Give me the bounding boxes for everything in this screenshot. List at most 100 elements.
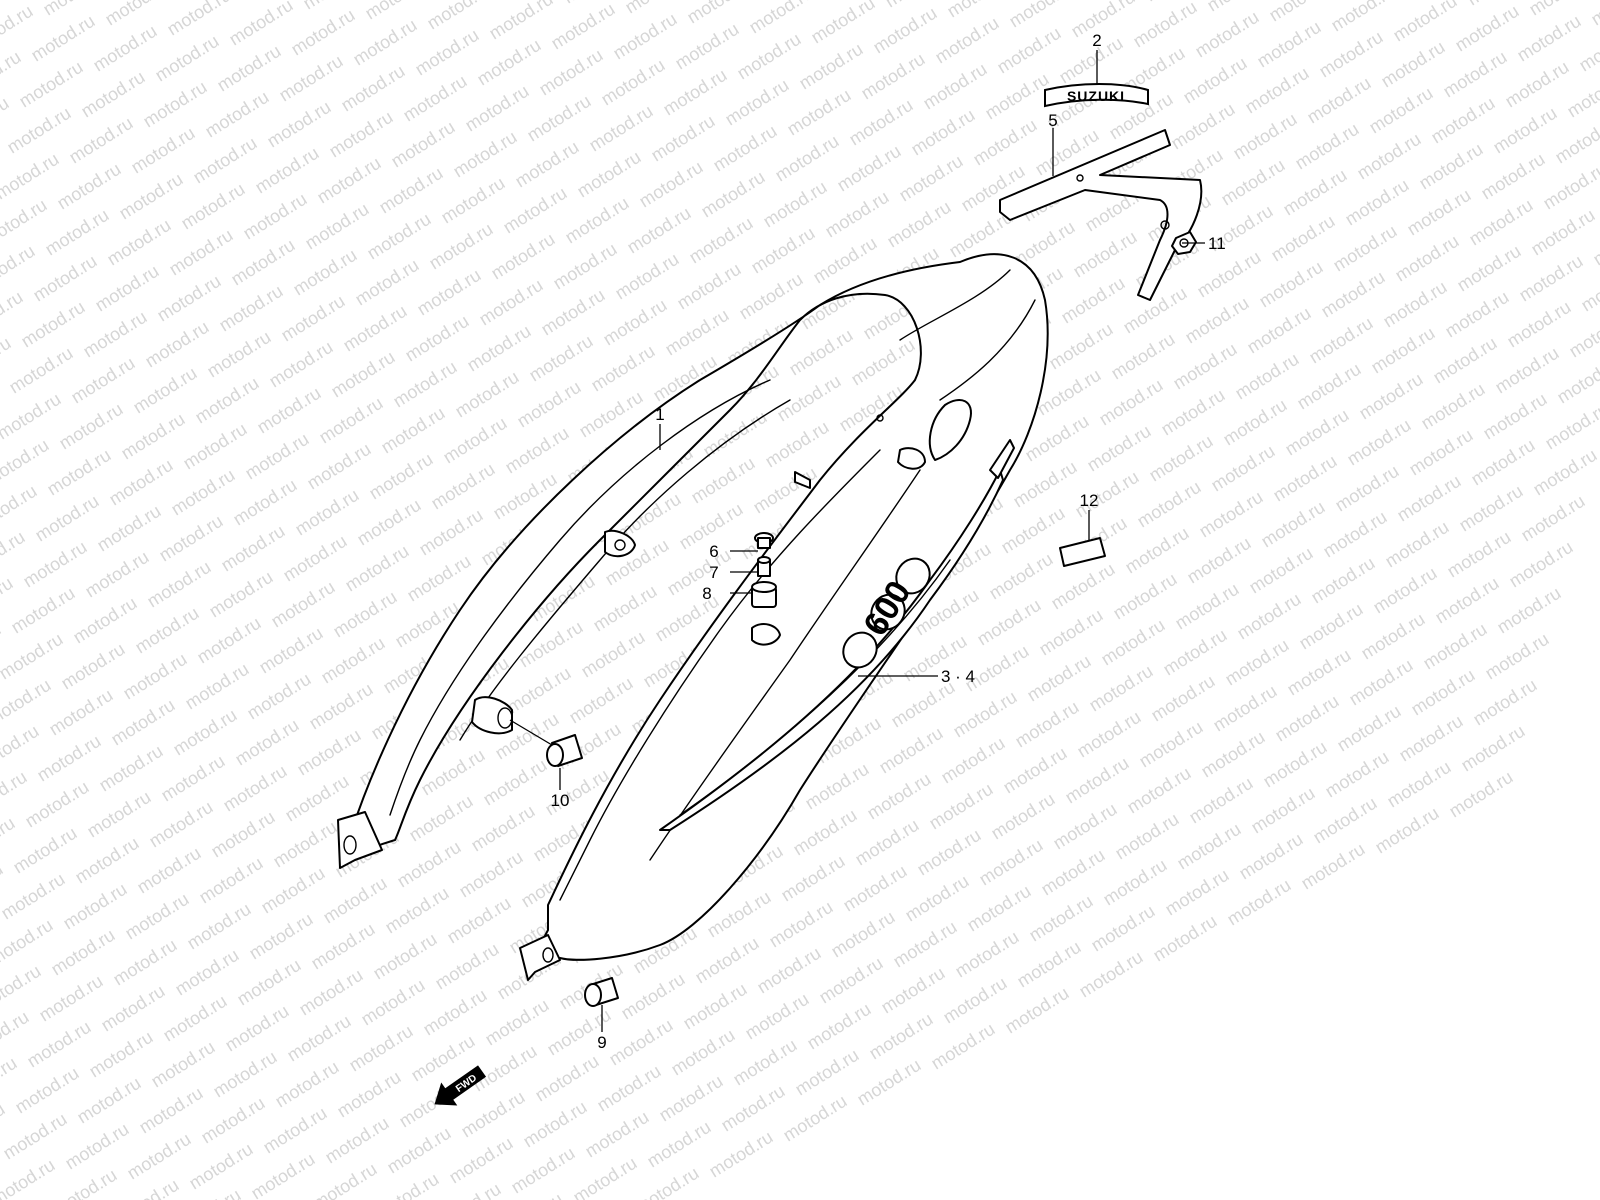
watermark-text: motod.ru <box>890 917 961 972</box>
watermark-text: motod.ru <box>70 593 141 648</box>
watermark-text: motod.ru <box>208 807 279 862</box>
callout-2: 2 <box>1092 31 1101 50</box>
watermark-text: motod.ru <box>1382 517 1453 572</box>
watermark-text: motod.ru <box>876 723 947 778</box>
watermark-text: motod.ru <box>1452 1 1523 56</box>
watermark-text: motod.ru <box>142 317 213 372</box>
watermark-text: motod.ru <box>762 417 833 472</box>
watermark-text: motod.ru <box>672 19 743 74</box>
watermark-text: motod.ru <box>1260 737 1331 792</box>
watermark-text: motod.ru <box>474 35 545 90</box>
watermark-text: motod.ru <box>600 295 671 350</box>
watermark-text: motod.ru <box>432 939 503 994</box>
watermark-text: motod.ru <box>1160 625 1231 680</box>
watermark-text: motod.ru <box>252 143 323 198</box>
watermark-text: motod.ru <box>1058 273 1129 328</box>
watermark-text: motod.ru <box>574 147 645 202</box>
watermark-text: motod.ru <box>926 779 997 834</box>
watermark-text: motod.ru <box>98 981 169 1036</box>
watermark-text: motod.ru <box>1342 175 1413 230</box>
callout-6: 6 <box>709 542 718 561</box>
watermark-text: motod.ru <box>48 925 119 980</box>
watermark-text: motod.ru <box>1454 241 1525 296</box>
watermark-text: motod.ru <box>458 1087 529 1142</box>
watermark-text: motod.ru <box>1542 399 1600 454</box>
watermark-text: motod.ru <box>656 1071 727 1126</box>
watermark-text: motod.ru <box>718 1081 789 1136</box>
watermark-text: motod.ru <box>326 107 397 162</box>
watermark-text: motod.ru <box>1232 349 1303 404</box>
watermark-text: motod.ru <box>1320 507 1391 562</box>
watermark-text: motod.ru <box>86 1027 157 1082</box>
watermark-text: motod.ru <box>1172 579 1243 634</box>
watermark-text: motod.ru <box>840 861 911 916</box>
watermark-text: motod.ru <box>1224 875 1295 930</box>
watermark-text: motod.ru <box>214 41 285 96</box>
watermark-text: motod.ru <box>22 777 93 832</box>
watermark-text: motod.ru <box>1244 303 1315 358</box>
watermark-text: motod.ru <box>1002 983 1073 1038</box>
watermark-text: motod.ru <box>0 629 66 684</box>
watermark-text: motod.ru <box>1432 573 1503 628</box>
watermark-text: motod.ru <box>1010 457 1081 512</box>
watermark-text: motod.ru <box>444 893 515 948</box>
watermark-text: motod.ru <box>668 1025 739 1080</box>
watermark-text: motod.ru <box>382 883 453 938</box>
watermark-text: motod.ru <box>480 755 551 810</box>
watermark-text: motod.ru <box>180 419 251 474</box>
watermark-text: motod.ru <box>244 669 315 724</box>
watermark-text: motod.ru <box>6 343 77 398</box>
watermark-text: motod.ru <box>1394 471 1465 526</box>
watermark-text: motod.ru <box>406 791 477 846</box>
watermark-text: motod.ru <box>260 1103 331 1158</box>
watermark-text: motod.ru <box>878 963 949 1018</box>
watermark-text: motod.ru <box>736 269 807 324</box>
watermark-text: motod.ru <box>1494 583 1565 638</box>
watermark-text: motod.ru <box>908 105 979 160</box>
watermark-text: motod.ru <box>588 341 659 396</box>
watermark-text: motod.ru <box>1196 487 1267 542</box>
watermark-text: motod.ru <box>314 153 385 208</box>
watermark-text: motod.ru <box>1322 747 1393 802</box>
watermark-text: motod.ru <box>504 663 575 718</box>
watermark-text: motod.ru <box>104 215 175 270</box>
watermark-text: motod.ru <box>1220 395 1291 450</box>
watermark-text: motod.ru <box>8 583 79 638</box>
watermark-text: motod.ru <box>976 835 1047 890</box>
watermark-text: motod.ru <box>710 121 781 176</box>
callout-11: 11 <box>1208 234 1226 253</box>
watermark-text: motod.ru <box>106 455 177 510</box>
watermark-text: motod.ru <box>1248 783 1319 838</box>
watermark-text: motod.ru <box>0 1109 70 1164</box>
watermark-text: motod.ru <box>1110 569 1181 624</box>
watermark-text: motod.ru <box>1062 753 1133 808</box>
watermark-text: motod.ru <box>158 751 229 806</box>
watermark-text: motod.ru <box>1358 609 1429 664</box>
watermark-text: motod.ru <box>34 731 105 786</box>
watermark-text: motod.ru <box>784 85 855 140</box>
watermark-text: motod.ru <box>0 869 68 924</box>
watermark-text: motod.ru <box>402 311 473 366</box>
watermark-text: motod.ru <box>644 1117 715 1172</box>
watermark-text: motod.ru <box>58 639 129 694</box>
watermark-text: motod.ru <box>102 0 173 29</box>
watermark-text: motod.ru <box>42 205 113 260</box>
watermark-text: motod.ru <box>808 0 879 47</box>
watermark-text: motod.ru <box>590 581 661 636</box>
bolt-6 <box>754 532 774 549</box>
watermark-text: motod.ru <box>10 823 81 878</box>
watermark-text: motod.ru <box>452 367 523 422</box>
watermark-text: motod.ru <box>196 853 267 908</box>
watermark-text: motod.ru <box>350 15 421 70</box>
watermark-text: motod.ru <box>66 113 137 168</box>
watermark-text: motod.ru <box>786 325 857 380</box>
watermark-text: motod.ru <box>674 259 745 314</box>
watermark-text: motod.ru <box>538 285 609 340</box>
watermark-text: motod.ru <box>1184 533 1255 588</box>
watermark-text: motod.ru <box>828 907 899 962</box>
watermark-text: motod.ru <box>524 91 595 146</box>
watermark-text: motod.ru <box>1354 129 1425 184</box>
watermark-text: motod.ru <box>680 979 751 1034</box>
watermark-text: motod.ru <box>82 547 153 602</box>
